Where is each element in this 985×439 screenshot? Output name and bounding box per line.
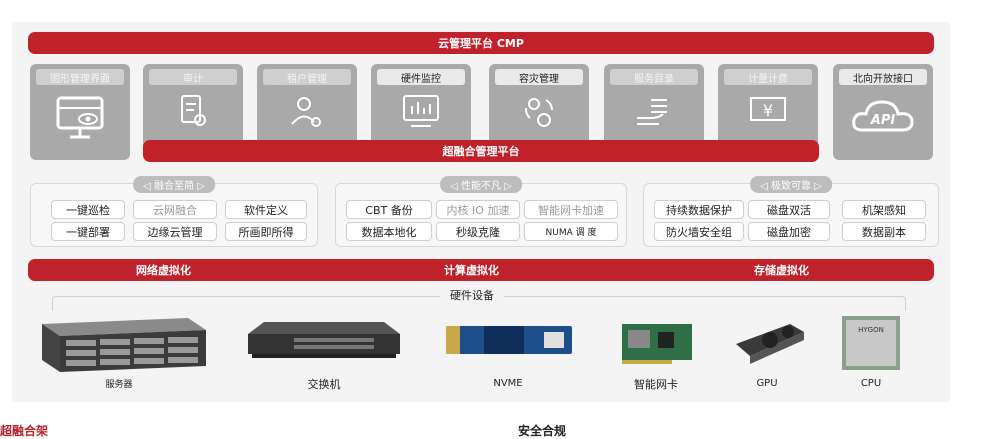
hardware-label: GPU — [756, 378, 778, 389]
gpu-icon — [730, 318, 810, 372]
hardware-label: CPU — [860, 378, 882, 389]
network-virtualization-label: 网络虚拟化 — [136, 264, 191, 277]
feature-chip: 内核 IO 加速 — [436, 200, 520, 219]
feature-chip: 数据本地化 — [346, 222, 432, 241]
feature-chip: 持续数据保护 — [654, 200, 744, 219]
group-title: ◁ 性能不凡 ▷ — [440, 176, 522, 193]
svg-text:API: API — [870, 113, 896, 128]
api-cloud-icon: API — [833, 92, 933, 142]
compute-virtualization-label: 计算虚拟化 — [444, 264, 499, 277]
monitor-eye-icon — [30, 92, 130, 142]
group-performance: ◁ 性能不凡 ▷ CBT 备份 内核 IO 加速 智能网卡加速 数据本地化 秒级… — [335, 176, 627, 247]
feature-chip: 智能网卡加速 — [524, 200, 618, 219]
group-reliability: ◁ 极致可靠 ▷ 持续数据保护 磁盘双活 机架感知 防火墙安全组 磁盘加密 数据… — [643, 176, 939, 247]
hardware-label: 服务器 — [105, 380, 133, 390]
feature-chip: 机架感知 — [842, 200, 926, 219]
hardware-title: 硬件设备 — [440, 287, 504, 303]
module-label: 计量计费 — [724, 69, 812, 85]
module-label: 租户管理 — [263, 69, 351, 85]
storage-virtualization-label: 存储虚拟化 — [754, 264, 809, 277]
feature-chip: NUMA 调 度 — [524, 222, 618, 241]
module-label: 审计 — [149, 69, 237, 85]
feature-chip: 一键部署 — [51, 222, 125, 241]
users-gear-icon — [257, 92, 357, 136]
feature-chip: CBT 备份 — [346, 200, 432, 219]
module-label: 图形管理界面 — [36, 69, 124, 85]
smart-nic-icon — [616, 318, 696, 370]
feature-chip: 边缘云管理 — [133, 222, 217, 241]
feature-chip: 磁盘加密 — [748, 222, 830, 241]
recycle-gear-icon — [489, 92, 589, 136]
feature-chip: 秒级克隆 — [436, 222, 520, 241]
svg-text:¥: ¥ — [763, 101, 773, 120]
feature-chip: 一键巡检 — [51, 200, 125, 219]
group-title: ◁ 极致可靠 ▷ — [750, 176, 832, 193]
switch-icon — [244, 318, 404, 366]
module-label: 硬件监控 — [377, 69, 465, 85]
module-label: 容灾管理 — [495, 69, 583, 85]
cpu-brand-text: HYGON — [858, 326, 884, 334]
feature-chip: 软件定义 — [225, 200, 307, 219]
feature-chip: 云网融合 — [133, 200, 217, 219]
hand-list-icon — [604, 92, 704, 136]
virtualization-bar: 网络虚拟化 计算虚拟化 存储虚拟化 — [28, 259, 934, 281]
nvme-icon — [444, 320, 574, 364]
group-title: ◁ 融合至简 ▷ — [133, 176, 215, 193]
cmp-bar: 云管理平台 CMP — [28, 32, 934, 54]
feature-chip: 所画即所得 — [225, 222, 307, 241]
cpu-icon: HYGON — [840, 314, 902, 376]
server-icon — [38, 314, 208, 380]
module-label: 服务目录 — [610, 69, 698, 85]
yen-icon: ¥ — [718, 92, 818, 136]
module-northbound-api: 北向开放接口 API — [833, 64, 933, 160]
module-graphic-ui: 图形管理界面 — [30, 64, 130, 160]
monitor-chart-icon — [371, 92, 471, 136]
hardware-label: 交换机 — [307, 378, 341, 391]
group-simplicity: ◁ 融合至简 ▷ 一键巡检 云网融合 软件定义 一键部署 边缘云管理 所画即所得 — [30, 176, 318, 247]
hci-platform-bar: 超融合管理平台 — [143, 140, 819, 162]
feature-chip: 数据副本 — [842, 222, 926, 241]
document-gear-icon — [143, 92, 243, 136]
hardware-label: 智能网卡 — [634, 378, 678, 391]
module-label: 北向开放接口 — [839, 69, 927, 85]
feature-chip: 防火墙安全组 — [654, 222, 744, 241]
feature-chip: 磁盘双活 — [748, 200, 830, 219]
hardware-label: NVME — [493, 378, 523, 389]
